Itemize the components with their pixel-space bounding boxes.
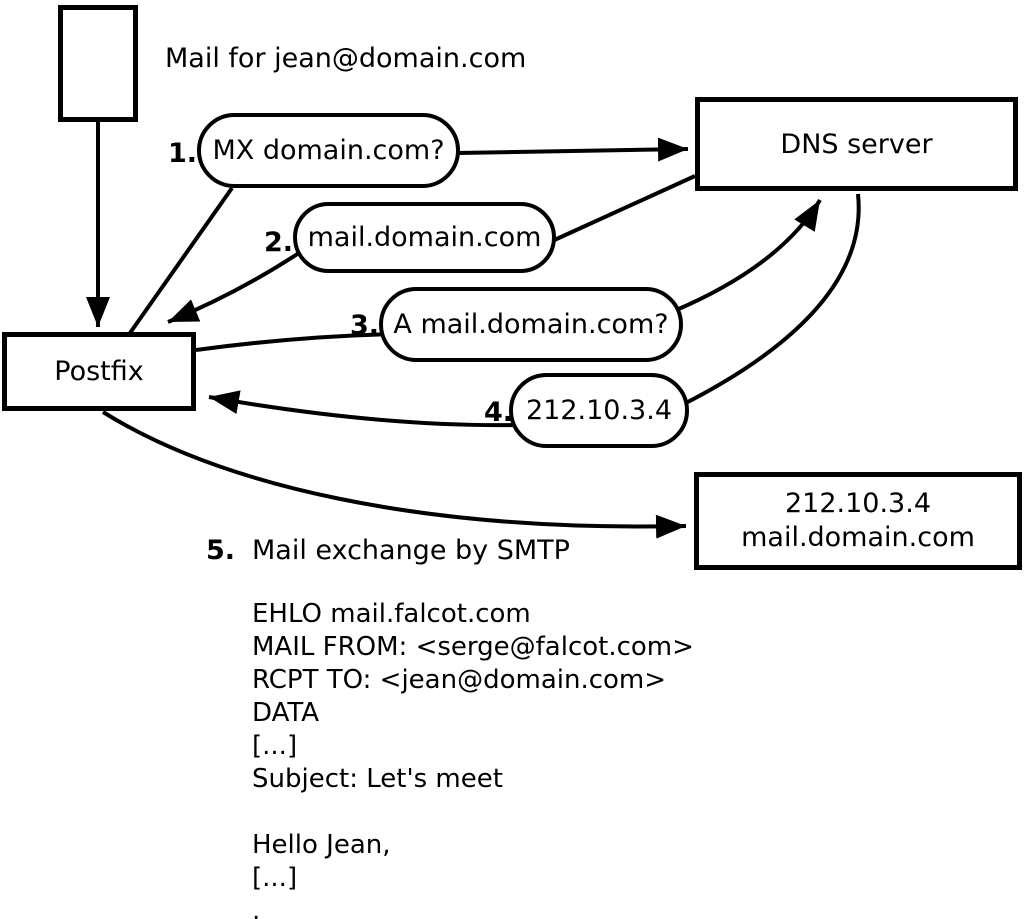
- arrow-a-query-to-dns: [673, 198, 822, 313]
- callout-mx-answer: mail.domain.com: [293, 202, 556, 273]
- smtp-line-ehlo: EHLO mail.falcot.com: [252, 599, 531, 629]
- dns-server-node: DNS server: [695, 97, 1018, 191]
- postfix-node: Postfix: [2, 332, 196, 411]
- step-3-number: 3.: [350, 310, 380, 341]
- smtp-line-rcpt-to: RCPT TO: <jean@domain.com>: [252, 665, 667, 695]
- smtp-line-subject: Subject: Let's meet: [252, 764, 503, 794]
- dns-server-label: DNS server: [780, 128, 933, 160]
- smtp-line-hello: Hello Jean,: [252, 830, 391, 860]
- arrow-mx-answer-to-postfix: [167, 249, 304, 324]
- diagram-title: Mail for jean@domain.com: [165, 43, 527, 74]
- arrow-mx-query-to-dns: [456, 137, 689, 162]
- step-1-number: 1.: [168, 138, 198, 169]
- mail-server-hostname: mail.domain.com: [741, 522, 975, 553]
- mail-server-ip: 212.10.3.4: [785, 488, 931, 519]
- callout-a-query: A mail.domain.com?: [379, 287, 683, 362]
- callout-mx-answer-label: mail.domain.com: [307, 222, 542, 253]
- callout-mx-query-label: MX domain.com?: [212, 135, 445, 166]
- postfix-label: Postfix: [54, 356, 144, 387]
- line-dns-to-a-answer: [679, 193, 861, 408]
- line-dns-to-mx-answer: [549, 174, 696, 244]
- smtp-line-blank: [252, 796, 694, 829]
- line-postfix-to-a-query: [195, 332, 396, 352]
- callout-mx-query: MX domain.com?: [197, 113, 460, 188]
- step-5-label: Mail exchange by SMTP: [252, 535, 570, 566]
- arrow-postfix-to-mailserver: [101, 410, 687, 539]
- line-postfix-to-mx-query: [128, 186, 234, 335]
- step-5-number: 5.: [206, 535, 236, 566]
- smtp-line-data: DATA: [252, 698, 319, 728]
- smtp-session-transcript: EHLO mail.falcot.com MAIL FROM: <serge@f…: [252, 598, 694, 919]
- smtp-line-end-dot: .: [252, 896, 261, 919]
- callout-a-answer-label: 212.10.3.4: [526, 395, 672, 426]
- smtp-line-ellipsis-1: [...]: [252, 731, 298, 761]
- callout-a-query-label: A mail.domain.com?: [393, 309, 669, 340]
- smtp-line-ellipsis-2: [...]: [252, 863, 298, 893]
- step-2-number: 2.: [264, 227, 294, 258]
- mail-server-node: 212.10.3.4 mail.domain.com: [694, 472, 1022, 570]
- smtp-line-mail-from: MAIL FROM: <serge@falcot.com>: [252, 632, 694, 662]
- callout-a-answer: 212.10.3.4: [509, 373, 689, 448]
- step-4-number: 4.: [484, 397, 514, 428]
- mail-envelope-icon: [58, 5, 138, 122]
- arrow-a-answer-to-postfix: [208, 390, 517, 428]
